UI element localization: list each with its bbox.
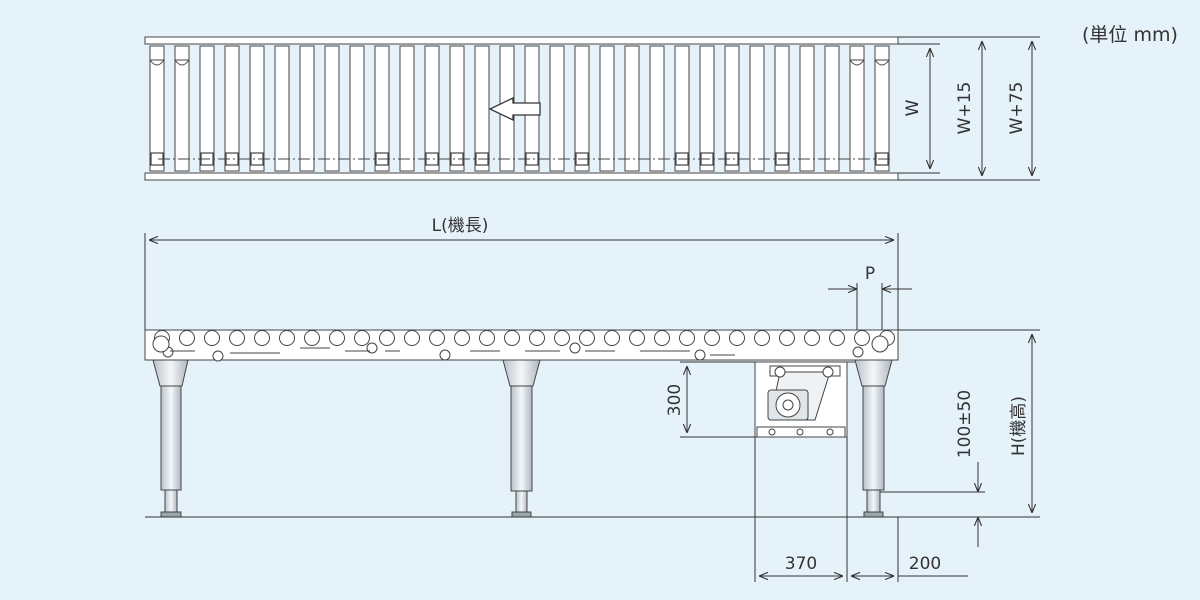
legs bbox=[152, 359, 893, 518]
dim-end-offset: 200 bbox=[909, 554, 941, 574]
leg-right bbox=[854, 359, 893, 518]
plan-roller bbox=[649, 45, 665, 172]
side-roller bbox=[804, 330, 820, 346]
idler-pulley bbox=[212, 350, 224, 362]
side-roller bbox=[179, 330, 195, 346]
plan-roller bbox=[324, 45, 340, 172]
plan-roller bbox=[774, 45, 790, 172]
side-roller bbox=[854, 330, 870, 346]
side-roller bbox=[554, 330, 570, 346]
dim-w75: W+75 bbox=[1007, 82, 1027, 135]
plan-roller bbox=[574, 45, 590, 172]
side-roller bbox=[704, 330, 720, 346]
dim-w: W bbox=[903, 99, 923, 116]
plan-roller bbox=[174, 45, 190, 172]
side-roller bbox=[829, 330, 845, 346]
plan-frame-bottom bbox=[144, 172, 899, 181]
side-roller bbox=[579, 330, 595, 346]
side-roller bbox=[529, 330, 545, 346]
dim-height: H(機高) bbox=[1009, 396, 1029, 456]
plan-roller bbox=[224, 45, 240, 172]
leg-middle bbox=[502, 359, 541, 518]
drive-chain bbox=[170, 347, 795, 361]
plan-roller bbox=[799, 45, 815, 172]
plan-roller bbox=[449, 45, 465, 172]
plan-roller bbox=[424, 45, 440, 172]
plan-roller bbox=[849, 45, 865, 172]
plan-roller bbox=[824, 45, 840, 172]
dim-drive-height: 300 bbox=[665, 384, 685, 416]
flow-arrow-icon bbox=[488, 96, 541, 122]
side-roller bbox=[654, 330, 670, 346]
plan-roller bbox=[299, 45, 315, 172]
plan-roller bbox=[749, 45, 765, 172]
idler-pulley bbox=[569, 342, 581, 354]
idler-pulley bbox=[694, 349, 706, 361]
idler-pulley bbox=[852, 346, 864, 358]
drive-unit bbox=[740, 361, 855, 438]
plan-view: W W+15 W+75 bbox=[144, 36, 1040, 181]
dim-length: L(機長) bbox=[432, 216, 489, 236]
plan-roller bbox=[274, 45, 290, 172]
plan-roller bbox=[674, 45, 690, 172]
side-roller bbox=[379, 330, 395, 346]
side-roller bbox=[404, 330, 420, 346]
dim-adjust: 100±50 bbox=[955, 390, 975, 458]
side-roller bbox=[454, 330, 470, 346]
side-roller bbox=[279, 330, 295, 346]
plan-roller bbox=[699, 45, 715, 172]
side-roller bbox=[204, 330, 220, 346]
side-roller bbox=[504, 330, 520, 346]
side-roller bbox=[304, 330, 320, 346]
side-roller bbox=[254, 330, 270, 346]
side-roller bbox=[679, 330, 695, 346]
side-roller bbox=[354, 330, 370, 346]
plan-roller bbox=[549, 45, 565, 172]
plan-roller bbox=[474, 45, 490, 172]
side-view: L(機長) P bbox=[144, 216, 1040, 582]
plan-roller bbox=[599, 45, 615, 172]
unit-note: (単位 mm) bbox=[1082, 24, 1178, 46]
plan-roller bbox=[149, 45, 165, 172]
side-frame bbox=[144, 329, 899, 361]
plan-roller bbox=[874, 45, 890, 172]
side-roller bbox=[779, 330, 795, 346]
dim-pitch: P bbox=[865, 264, 875, 284]
plan-roller bbox=[249, 45, 265, 172]
end-sprocket bbox=[871, 335, 889, 353]
idler-pulley bbox=[439, 349, 451, 361]
side-roller bbox=[604, 330, 620, 346]
plan-roller bbox=[349, 45, 365, 172]
side-roller bbox=[754, 330, 770, 346]
side-roller bbox=[329, 330, 345, 346]
plan-roller bbox=[199, 45, 215, 172]
plan-roller bbox=[624, 45, 640, 172]
plan-frame-top bbox=[144, 36, 899, 45]
plan-roller bbox=[724, 45, 740, 172]
plan-roller bbox=[399, 45, 415, 172]
end-sprocket bbox=[152, 335, 170, 353]
side-roller bbox=[479, 330, 495, 346]
leg-left bbox=[152, 359, 189, 518]
side-roller bbox=[629, 330, 645, 346]
side-roller bbox=[429, 330, 445, 346]
side-roller bbox=[229, 330, 245, 346]
side-rollers bbox=[152, 330, 895, 362]
dim-w15: W+15 bbox=[955, 82, 975, 135]
plan-roller bbox=[374, 45, 390, 172]
dim-drive-width: 370 bbox=[785, 554, 817, 574]
side-roller bbox=[729, 330, 745, 346]
